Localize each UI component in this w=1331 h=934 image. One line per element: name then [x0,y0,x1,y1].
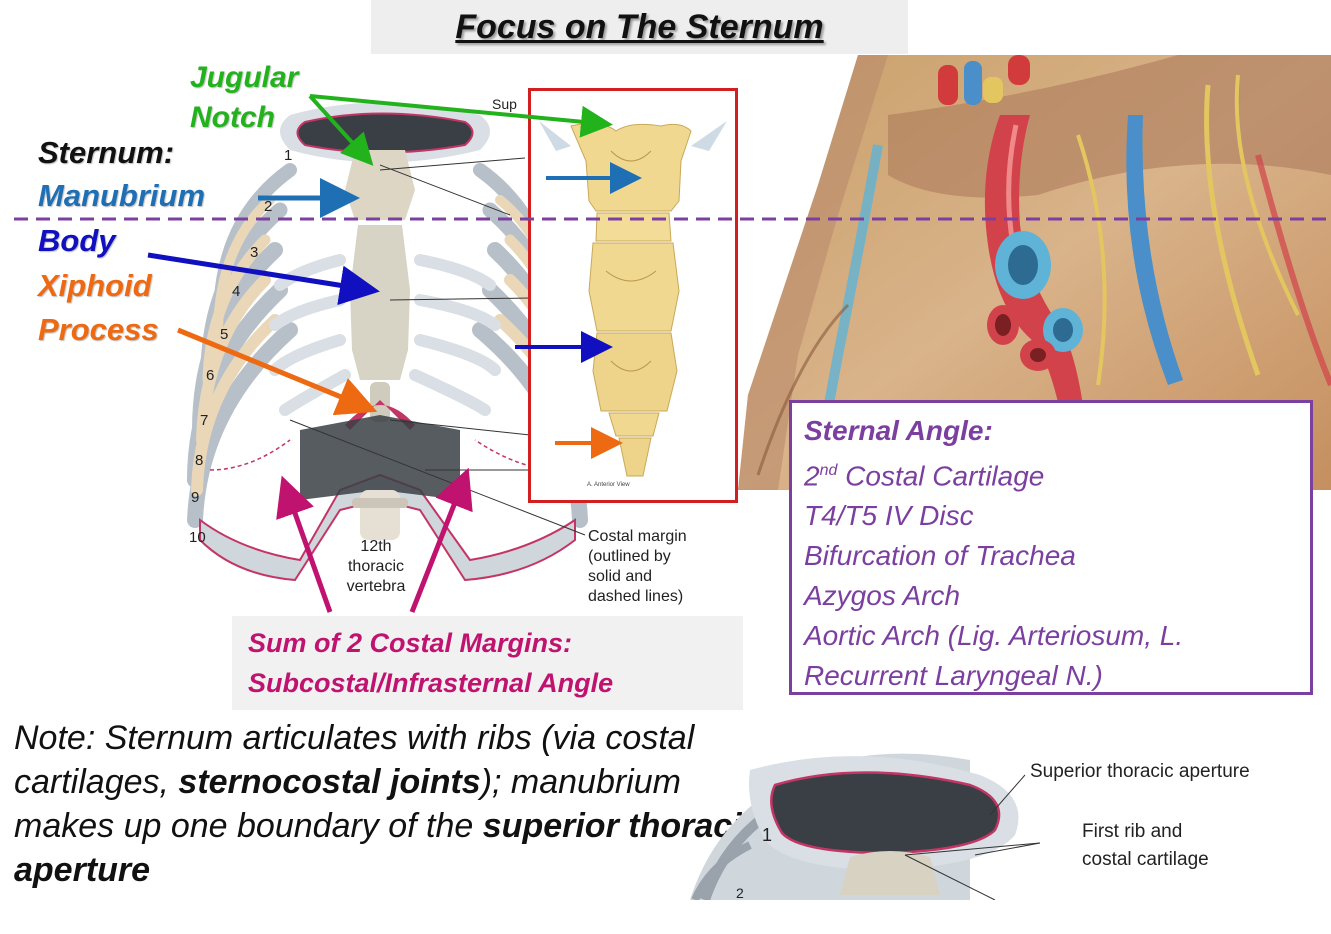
aperture-rib-number-2: 2 [736,885,744,901]
rib-number-7: 7 [200,412,209,429]
rib-number-1: 1 [284,147,293,164]
note-text-1: Note: Sternum articulates with ribs (via… [14,719,695,801]
sup-label: Sup [492,96,517,112]
rib-number-8: 8 [195,452,204,469]
rib-number-9: 9 [191,489,200,506]
title-banner: Focus on The Sternum [371,0,908,54]
xiphoid-arrow-figure [177,327,378,416]
costal-margins-box: Sum of 2 Costal Margins: Subcostal/Infra… [232,616,743,710]
first-rib-line-1: First rib and [1082,821,1183,842]
note-paragraph: Note: Sternum articulates with ribs (via… [14,716,774,892]
superior-aperture-label: Superior thoracic aperture [1030,761,1250,782]
costal-margins-line-1: Sum of 2 Costal Margins: [248,628,573,658]
vertebra-label-line-3: vertebra [346,578,406,595]
rib-number-4: 4 [232,283,241,300]
sternal-angle-line-6: Recurrent Laryngeal N.) [804,660,1103,692]
process-label: Process [38,312,159,347]
costal-margin-line-2: (outlined by [588,548,671,565]
first-rib-line-2: costal cartilage [1082,849,1209,870]
jugular-notch-label: Jugular Notch [190,58,298,138]
body-label: Body [38,223,116,258]
vertebra-label: 12th thoracic vertebra [340,537,412,597]
sternal-angle-line-1: 2nd Costal Cartilage [804,451,1298,496]
sternal-angle-line-5: Aortic Arch (Lig. Arteriosum, L. [804,620,1184,652]
costal-margin-line-1: Costal margin [588,528,687,545]
xiphoid-label: Xiphoid [38,268,152,303]
costal-margin-label: Costal margin (outlined by solid and das… [588,527,687,607]
rib-number-10: 10 [189,529,206,546]
rib-number-6: 6 [206,367,215,384]
anterior-view-label: A. Anterior View [587,482,630,488]
jugular-arrow-inset [309,94,613,138]
superior-aperture-illustration [690,753,1041,900]
costal-margin-line-4: dashed lines) [588,588,684,605]
costal-margin-arrow-right [409,467,473,613]
vertebra-label-line-2: thoracic [347,558,405,575]
sternal-angle-box: Sternal Angle: 2nd Costal Cartilage T4/T… [789,400,1313,695]
sternal-angle-line-2: T4/T5 IV Disc [804,500,974,532]
sternum-label: Sternum: [38,135,175,170]
costal-margin-line-3: solid and [588,568,653,585]
manubrium-label: Manubrium [38,178,206,213]
mediastinum-illustration [738,55,1331,490]
jugular-arrow-figure [308,94,374,166]
rib-number-3: 3 [250,244,259,261]
vertebra-label-line-1: 12th [360,538,392,555]
note-text-2: ); manubrium makes up one boundary of th… [14,763,681,845]
jugular-notch-line-1: Jugular [190,61,299,94]
sternal-angle-title: Sternal Angle: [804,415,993,446]
note-bold-2: superior thoracic aperture [14,807,761,889]
costal-cartilage-text: Costal Cartilage [837,460,1045,492]
ordinal-number: 2 [804,460,820,492]
body-arrow-figure [147,252,380,306]
costal-margin-arrow-left [276,475,333,613]
note-bold-1: sternocostal joints [178,763,481,801]
sternal-angle-line-3: Bifurcation of Trachea [804,540,1076,572]
aperture-rib-number-1: 1 [762,825,773,845]
sternal-angle-line-4: Azygos Arch [804,580,961,612]
ordinal-suffix: nd [819,462,838,479]
costal-margins-line-2: Subcostal/Infrasternal Angle [248,668,614,698]
rib-number-5: 5 [220,326,229,343]
rib-number-2: 2 [264,198,273,215]
first-rib-label: First rib and costal cartilage [1082,818,1209,874]
page-title: Focus on The Sternum [455,7,824,46]
jugular-notch-line-2: Notch [190,101,275,134]
